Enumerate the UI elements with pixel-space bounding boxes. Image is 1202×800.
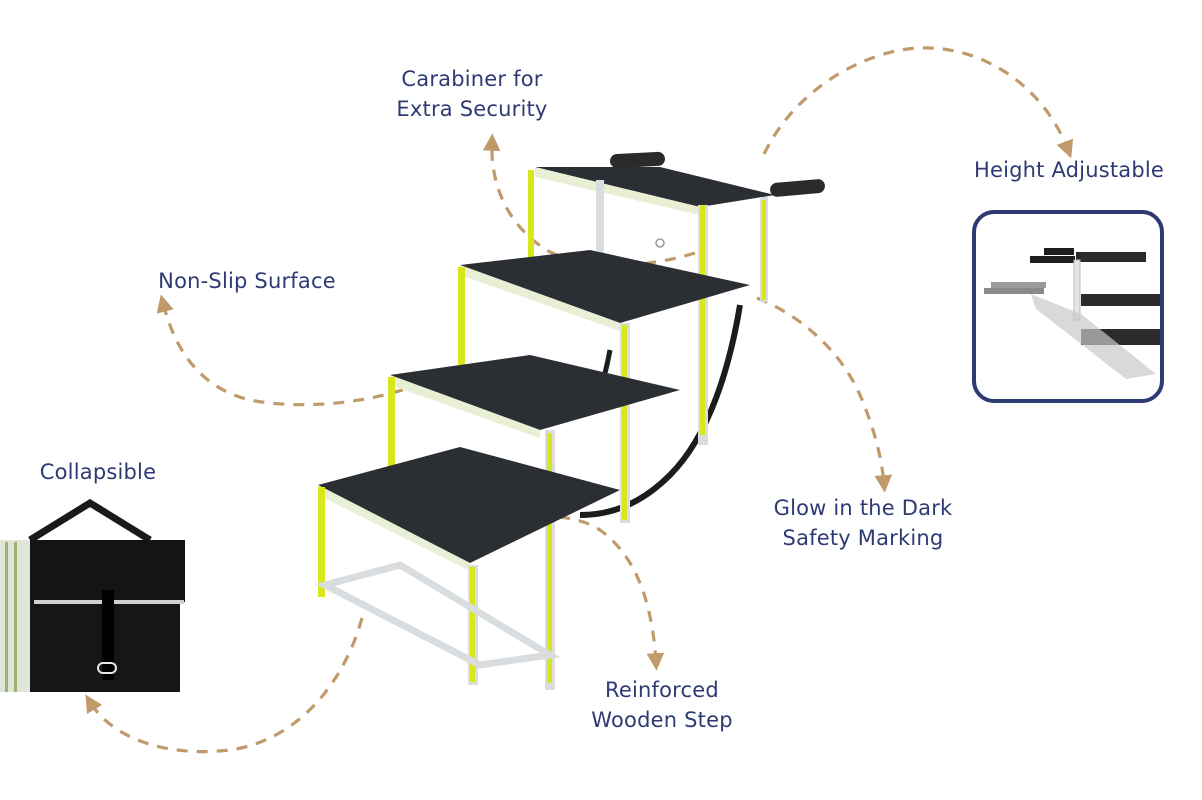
collapsible-bag-image bbox=[0, 498, 185, 692]
height-adjustable-inset bbox=[972, 210, 1164, 403]
label-line: Height Adjustable bbox=[973, 158, 1165, 182]
label-line: Extra Security bbox=[396, 97, 548, 121]
feature-label-glow: Glow in the Dark Safety Marking bbox=[752, 493, 974, 553]
feature-label-wooden: Reinforced Wooden Step bbox=[560, 675, 764, 735]
arrow-glow bbox=[756, 296, 893, 493]
height-adjustable-image bbox=[984, 248, 1160, 379]
label-line: Safety Marking bbox=[782, 526, 944, 550]
feature-label-carabiner: Carabiner for Extra Security bbox=[372, 64, 572, 124]
step-3 bbox=[458, 250, 750, 523]
handle-right bbox=[770, 179, 825, 197]
step-2 bbox=[388, 355, 680, 690]
label-line: Wooden Step bbox=[591, 708, 733, 732]
label-line: Carabiner for bbox=[401, 67, 543, 91]
stairs-product-image bbox=[315, 151, 825, 690]
arrow-nonslip bbox=[156, 294, 441, 407]
handle-left bbox=[610, 151, 665, 169]
label-line: Collapsible bbox=[39, 460, 157, 484]
label-line: Glow in the Dark bbox=[773, 496, 953, 520]
label-line: Reinforced bbox=[605, 678, 719, 702]
arrow-height bbox=[762, 46, 1074, 159]
step-1 bbox=[315, 447, 620, 685]
step-4 bbox=[528, 167, 775, 445]
strap-cable bbox=[579, 304, 743, 518]
feature-label-collapsible: Collapsible bbox=[8, 457, 188, 487]
feature-label-height: Height Adjustable bbox=[962, 155, 1176, 185]
feature-label-nonslip: Non-Slip Surface bbox=[140, 266, 354, 296]
label-line: Non-Slip Surface bbox=[158, 269, 336, 293]
